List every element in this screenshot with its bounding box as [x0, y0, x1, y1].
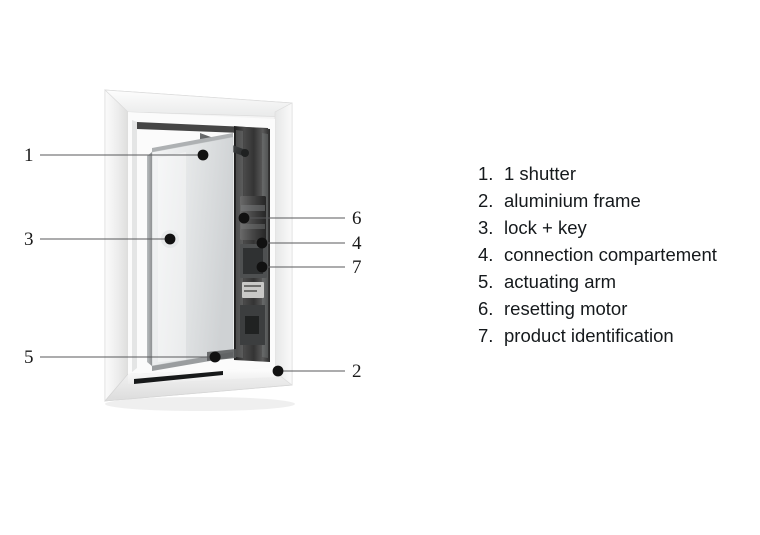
legend-item-4: 4. connection compartement — [478, 244, 758, 271]
resetting-motor — [240, 196, 266, 240]
legend-item-4-label: connection compartement — [504, 244, 717, 265]
lock-cylinder — [165, 234, 175, 244]
motor-detail-band — [241, 205, 265, 211]
legend-item-5: 5. actuating arm — [478, 271, 758, 298]
bottom-sill-dark-gasket — [134, 371, 223, 384]
legend-item-5-label: actuating arm — [504, 271, 617, 292]
legend-item-2-number: 2. — [478, 190, 494, 211]
actuating-arm-lower-pivot — [211, 352, 221, 362]
shutter-panel-edge — [147, 152, 152, 366]
legend-item-1-number: 1. — [478, 163, 494, 184]
channel-lower-hardware-slot — [245, 316, 259, 334]
legend-item-6-number: 6. — [478, 298, 494, 319]
product-illustration — [104, 89, 295, 411]
ground-shadow — [105, 397, 295, 411]
product-illustration-svg — [104, 89, 295, 411]
motor-detail-band-2 — [241, 224, 265, 229]
legend-item-3-number: 3. — [478, 217, 494, 238]
legend-item-3-label: lock + key — [504, 217, 587, 238]
channel-rail-left — [236, 130, 243, 358]
legend-item-5-number: 5. — [478, 271, 494, 292]
legend-item-2: 2. aluminium frame — [478, 190, 758, 217]
component-legend: 1. 1 shutter 2. aluminium frame 3. lock … — [478, 163, 758, 352]
frame-left-flange — [104, 89, 129, 402]
connection-compartement-inner — [243, 248, 263, 274]
legend-item-4-number: 4. — [478, 244, 494, 265]
legend-item-1-label: 1 shutter — [504, 163, 576, 184]
frame-right-flange — [274, 102, 293, 386]
actuating-arm-pivot — [241, 149, 249, 157]
legend-item-7-number: 7. — [478, 325, 494, 346]
product-identification-text-line-2 — [244, 290, 257, 292]
legend-item-2-label: aluminium frame — [504, 190, 641, 211]
legend-item-7-label: product identification — [504, 325, 674, 346]
product-identification-text-line-1 — [244, 285, 261, 287]
legend-item-6-label: resetting motor — [504, 298, 628, 319]
legend-item-7: 7. product identification — [478, 325, 758, 352]
legend-item-6: 6. resetting motor — [478, 298, 758, 325]
frame-inner-reveal-left — [132, 120, 137, 372]
shutter-panel-top-edge — [152, 133, 233, 152]
legend-item-3: 3. lock + key — [478, 217, 758, 244]
legend-item-1: 1. 1 shutter — [478, 163, 758, 190]
shutter-panel-sheen — [158, 152, 186, 362]
